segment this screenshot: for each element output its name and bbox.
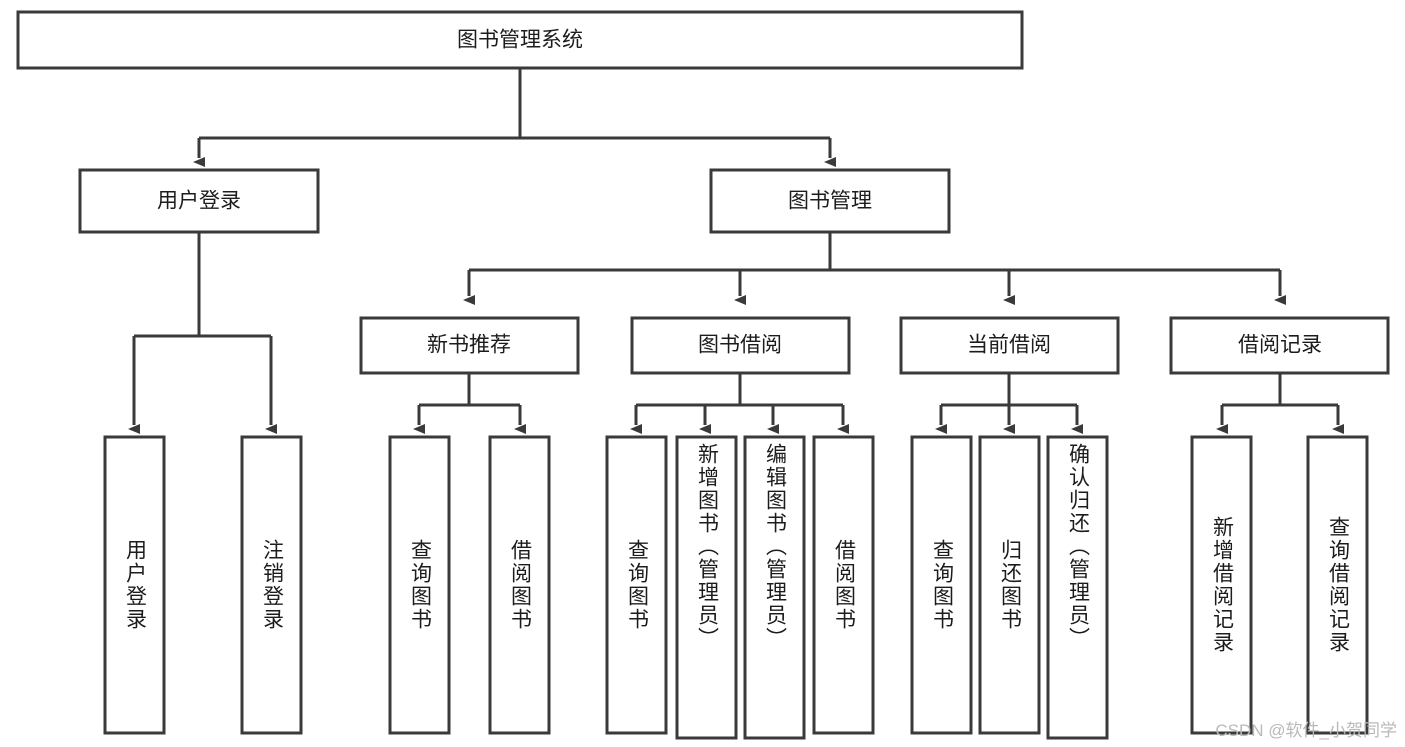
leaf-box-borrow-book-1 <box>488 435 551 735</box>
leaf-add-book-label: 新增图书（管理员） <box>695 443 719 650</box>
connector-borrowrecord-to-leaves <box>1216 373 1344 434</box>
node-book-management-label: 图书管理 <box>788 190 872 213</box>
leaf-edit-book-label: 编辑图书（管理员） <box>763 443 787 650</box>
leaf-box-query-book-2 <box>605 435 668 735</box>
leaf-query-book-recommend-label: 查询图书 <box>408 539 432 631</box>
leaf-query-book-recommend[interactable]: 查询图书 <box>390 437 449 733</box>
leaf-box-query-book-1 <box>388 435 451 735</box>
leaf-box-add-record <box>1190 435 1253 735</box>
leaf-return-book[interactable]: 归还图书 <box>980 437 1039 733</box>
node-user-login[interactable]: 用户登录 <box>78 168 320 234</box>
node-borrow-record[interactable]: 借阅记录 <box>1169 316 1390 375</box>
connector-currentborrow-to-leaves <box>935 373 1083 434</box>
leaf-user-login[interactable]: 用户登录 <box>105 437 164 733</box>
leaf-query-book-current-label: 查询图书 <box>930 539 954 631</box>
leaf-edit-book[interactable]: 编辑图书（管理员） <box>745 437 804 738</box>
leaf-logout-label: 注销登录 <box>260 539 284 631</box>
connector-newbook-to-leaves <box>413 373 526 434</box>
leaf-box-borrow-book-2 <box>812 435 875 735</box>
leaf-box-add-book <box>675 435 738 740</box>
leaf-query-borrow-record[interactable]: 查询借阅记录 <box>1308 437 1367 733</box>
connector-bookborrow-to-leaves <box>630 373 849 434</box>
leaf-return-book-label: 归还图书 <box>998 539 1022 631</box>
leaf-borrow-book-borrow-label: 借阅图书 <box>832 539 856 631</box>
node-new-book-recommend[interactable]: 新书推荐 <box>359 316 580 375</box>
leaf-borrow-book-recommend[interactable]: 借阅图书 <box>490 437 549 733</box>
leaf-logout[interactable]: 注销登录 <box>242 437 301 733</box>
leaf-box-confirm-return <box>1046 435 1109 740</box>
leaf-box-user-login <box>103 435 166 735</box>
leaf-add-borrow-record[interactable]: 新增借阅记录 <box>1192 437 1251 733</box>
leaf-query-book-borrow-label: 查询图书 <box>625 539 649 631</box>
node-root-label: 图书管理系统 <box>457 29 583 52</box>
leaf-box-edit-book <box>743 435 806 740</box>
csdn-watermark: CSDN @软件_小贺同学 <box>1215 721 1397 740</box>
leaf-query-book-current[interactable]: 查询图书 <box>912 437 971 733</box>
leaf-user-login-label: 用户登录 <box>123 539 147 631</box>
node-book-borrow[interactable]: 图书借阅 <box>630 316 851 375</box>
connector-root-to-level1 <box>193 68 836 167</box>
leaf-boxes <box>103 435 1369 740</box>
connector-userlogin-to-leaves <box>128 232 277 434</box>
connector-bookmgmt-to-level2 <box>463 232 1286 305</box>
leaf-add-book[interactable]: 新增图书（管理员） <box>677 437 736 738</box>
node-root[interactable]: 图书管理系统 <box>16 10 1024 70</box>
leaf-box-logout <box>240 435 303 735</box>
node-current-borrow-label: 当前借阅 <box>967 334 1051 357</box>
leaf-add-borrow-record-label: 新增借阅记录 <box>1210 516 1234 654</box>
leaf-box-return-book <box>978 435 1041 735</box>
node-current-borrow[interactable]: 当前借阅 <box>899 316 1120 375</box>
leaf-box-query-record <box>1306 435 1369 735</box>
leaf-box-query-book-3 <box>910 435 973 735</box>
leaf-confirm-return[interactable]: 确认归还（管理员） <box>1048 437 1107 738</box>
node-user-login-label: 用户登录 <box>157 190 241 213</box>
leaf-query-book-borrow[interactable]: 查询图书 <box>607 437 666 733</box>
leaf-query-borrow-record-label: 查询借阅记录 <box>1326 516 1350 654</box>
node-book-management[interactable]: 图书管理 <box>709 168 951 234</box>
node-book-borrow-label: 图书借阅 <box>698 334 782 357</box>
leaf-borrow-book-recommend-label: 借阅图书 <box>508 539 532 631</box>
node-borrow-record-label: 借阅记录 <box>1238 334 1322 357</box>
leaf-confirm-return-label: 确认归还（管理员） <box>1066 443 1090 650</box>
leaf-borrow-book-borrow[interactable]: 借阅图书 <box>814 437 873 733</box>
node-new-book-recommend-label: 新书推荐 <box>427 334 511 357</box>
